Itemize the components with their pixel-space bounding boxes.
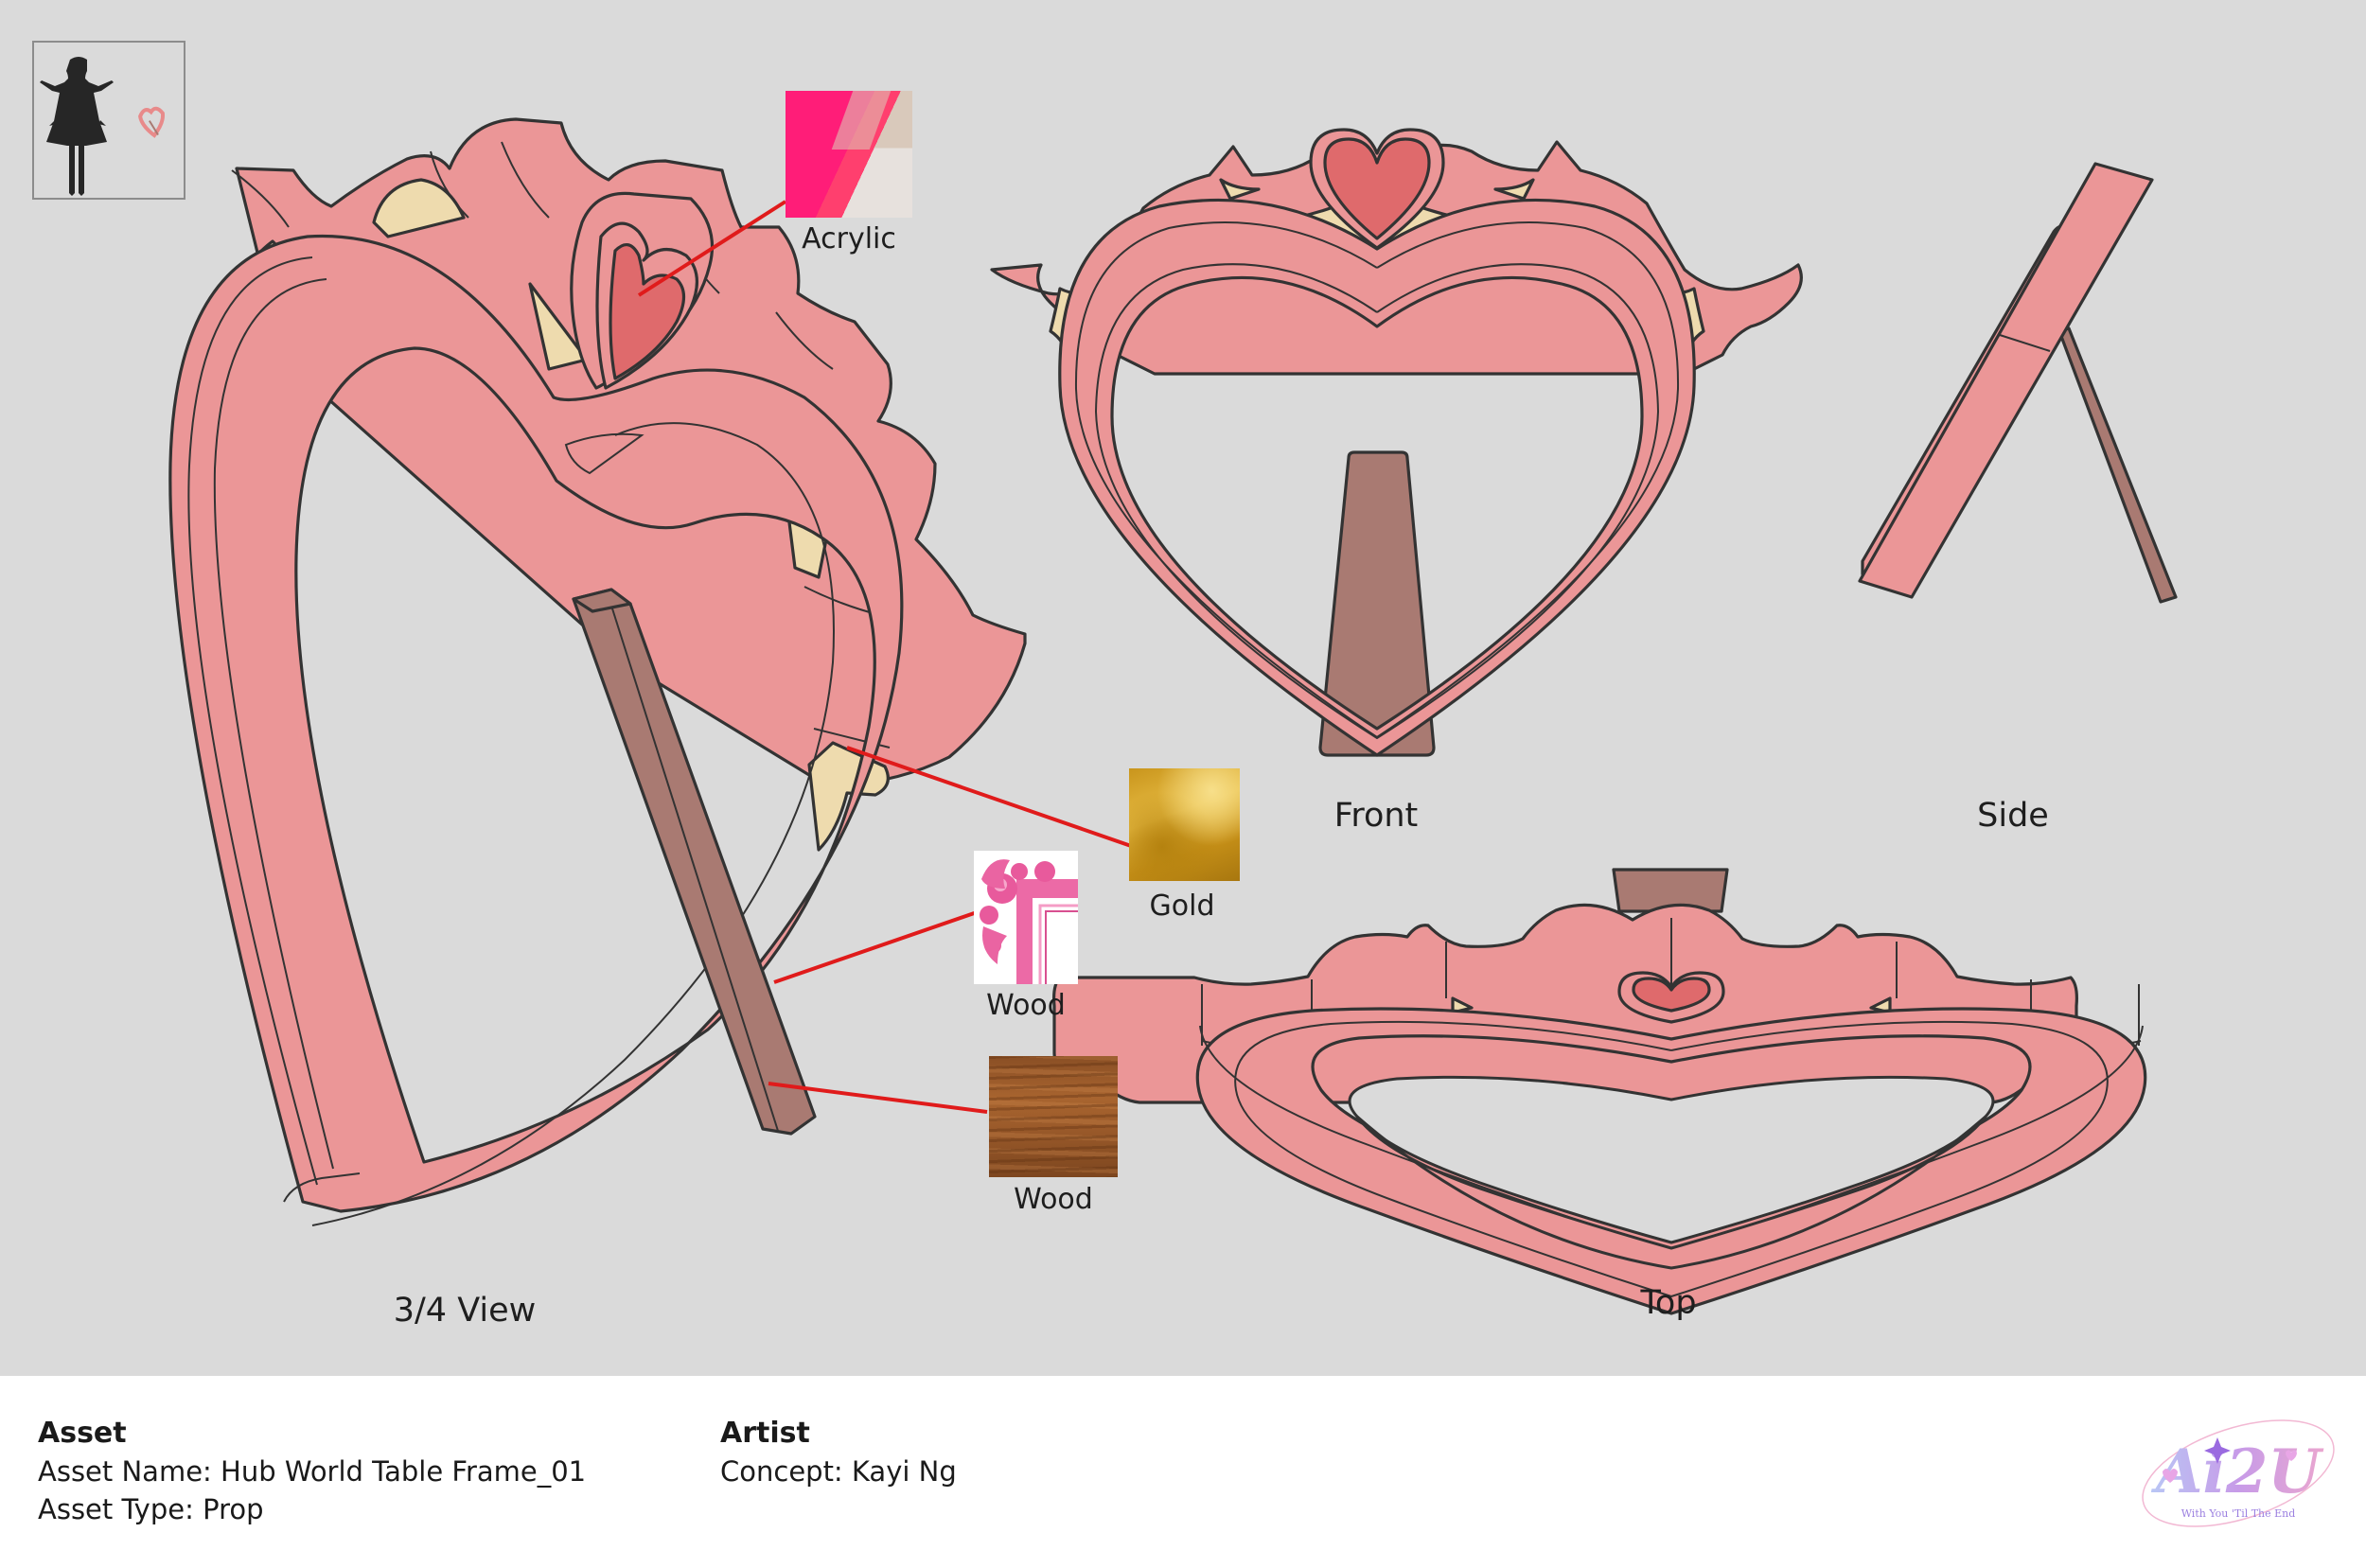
asset-type: Asset Type: Prop [38,1493,264,1525]
leader-line-gold [846,746,1135,849]
top-view-label: Top [1640,1284,1697,1322]
top-view-drawing [1052,868,2147,1315]
ai2u-logo: Ai2U With You 'Til The End [2134,1415,2342,1538]
concept-illustrations: .o { stroke:#333; stroke-width:3.2; stro… [168,117,2178,1315]
front-view-label: Front [1333,797,1419,835]
artist-concept: Concept: Kayi Ng [720,1455,957,1488]
side-view-label: Side [1977,797,2049,835]
stand-wood-material-swatch [989,1056,1118,1177]
stand-wood-label: Wood [1014,1183,1093,1216]
logo-tagline: With You 'Til The End [2181,1507,2296,1520]
leader-line-frame-wood [773,908,983,984]
logo-title: Ai2U [2151,1436,2325,1507]
leader-line-acrylic [637,200,787,297]
asset-heading: Asset [38,1417,127,1450]
gold-label: Gold [1149,890,1215,923]
asset-name: Asset Name: Hub World Table Frame_01 [38,1455,587,1488]
material-leader-lines [637,200,1135,1114]
gold-material-swatch [1129,768,1240,881]
artist-heading: Artist [720,1417,810,1450]
acrylic-material-swatch [786,91,912,218]
leader-line-stand-wood [768,1082,988,1114]
three-quarter-view-label: 3/4 View [393,1292,537,1330]
asset-info-footer: Asset Asset Name: Hub World Table Frame_… [0,1376,2366,1568]
three-quarter-view-drawing [168,117,1027,1226]
scale-reference-silhouette-icon [40,57,166,196]
front-view-drawing [990,128,1803,757]
scale-reference-box [32,41,185,200]
frame-wood-label: Wood [986,989,1066,1022]
side-view-drawing [1858,162,2178,604]
ornate-frame-corner-icon [974,851,1078,984]
ornate-wood-frame-swatch [974,851,1078,984]
acrylic-label: Acrylic [802,222,896,255]
ai2u-logo-icon: Ai2U With You 'Til The End [2142,1419,2335,1527]
